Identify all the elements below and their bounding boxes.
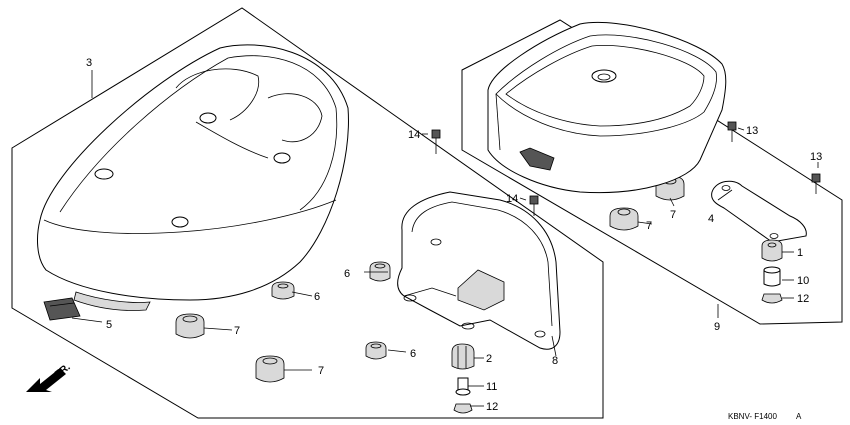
seat-cowl bbox=[487, 21, 727, 194]
cushion-6-upper bbox=[369, 261, 391, 282]
cushion-7-seat-upper bbox=[175, 313, 205, 339]
bolt-14-upper bbox=[431, 129, 441, 154]
nut-12-cowl bbox=[761, 293, 783, 304]
callout-6-upper: 6 bbox=[344, 268, 350, 280]
bolt-13-right bbox=[811, 173, 821, 194]
leader-lines bbox=[71, 70, 819, 407]
callout-10: 10 bbox=[797, 275, 809, 287]
seat-group-outline bbox=[11, 7, 604, 419]
callout-2: 2 bbox=[486, 353, 492, 365]
seat-rail-8 bbox=[397, 191, 561, 350]
collar-10 bbox=[763, 266, 781, 287]
cushion-6-seat bbox=[271, 281, 295, 300]
grommet-2 bbox=[451, 343, 475, 370]
callout-9: 9 bbox=[714, 321, 720, 333]
front-arrow-icon bbox=[26, 368, 66, 392]
drawing-code: KBNV- F1400 bbox=[728, 412, 777, 421]
cushion-6-lower bbox=[365, 341, 387, 360]
callout-11: 11 bbox=[486, 381, 497, 393]
grommet-1 bbox=[761, 239, 783, 262]
callout-7-seat-upper: 7 bbox=[234, 325, 240, 337]
seat bbox=[37, 44, 349, 311]
cushion-7-cowl-left bbox=[609, 207, 639, 231]
bolt-14-middle bbox=[529, 195, 539, 216]
callout-3: 3 bbox=[86, 57, 92, 69]
cushion-7-seat-lower bbox=[255, 355, 285, 383]
callout-13-left: 13 bbox=[746, 125, 758, 137]
callout-7-cowl-right: 7 bbox=[670, 209, 676, 221]
seat-pad-5 bbox=[43, 297, 81, 321]
callout-6-lower: 6 bbox=[410, 348, 416, 360]
drawing-revision: A bbox=[796, 412, 802, 421]
cowl-group-outline bbox=[461, 19, 843, 325]
callout-1: 1 bbox=[797, 247, 803, 259]
callout-14-upper: 14 bbox=[408, 129, 420, 141]
callout-5: 5 bbox=[106, 319, 112, 331]
callout-7-cowl-left: 7 bbox=[646, 220, 652, 232]
callout-7-seat-lower: 7 bbox=[318, 365, 324, 377]
stay-4 bbox=[711, 180, 807, 243]
nut-12-rail bbox=[453, 403, 473, 414]
callout-12-rail: 12 bbox=[486, 401, 498, 413]
callout-12-cowl: 12 bbox=[797, 293, 809, 305]
collar-11 bbox=[455, 377, 471, 396]
callout-8: 8 bbox=[552, 355, 558, 367]
callout-6-seat: 6 bbox=[314, 291, 320, 303]
bolt-13-left bbox=[727, 121, 737, 142]
callout-4: 4 bbox=[708, 213, 714, 225]
callout-14-middle: 14 bbox=[506, 193, 518, 205]
callout-13-right: 13 bbox=[810, 151, 822, 163]
